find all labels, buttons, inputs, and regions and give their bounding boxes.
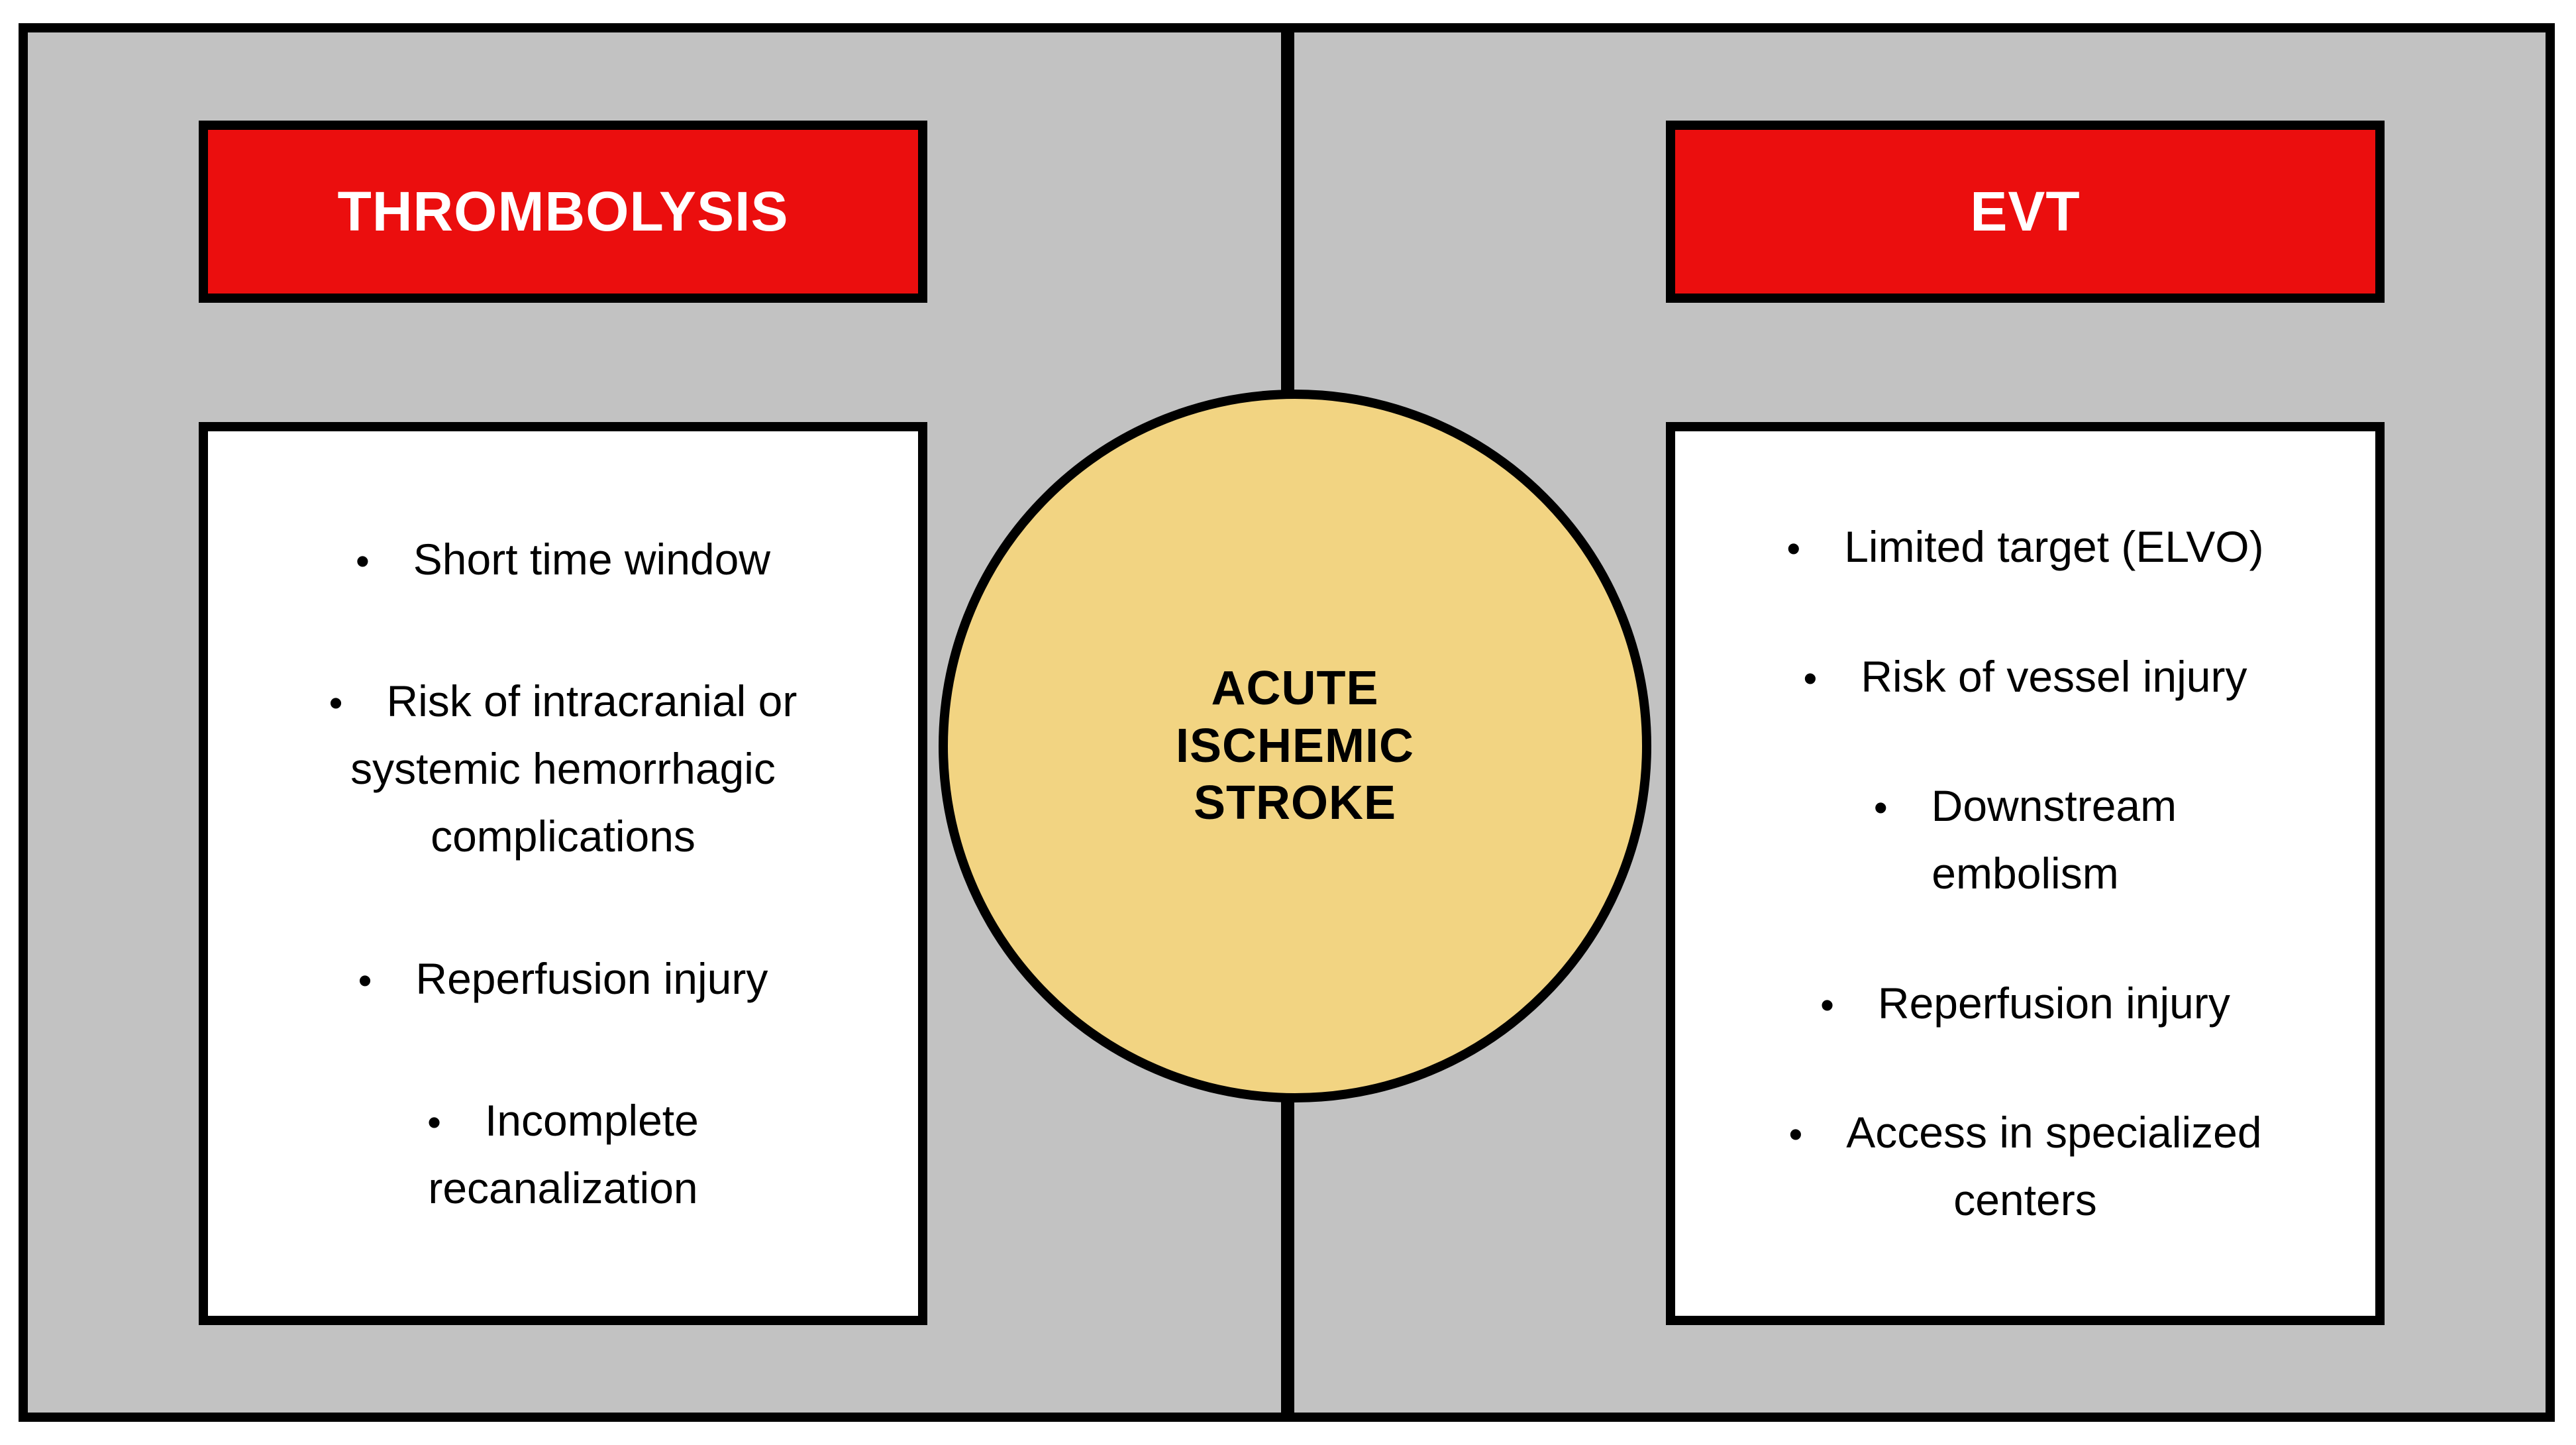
list-item: • Risk of vessel injury	[1704, 643, 2346, 710]
bullet-icon: •	[1786, 526, 1801, 571]
list-item: •Incomplete recanalization	[237, 1087, 889, 1222]
evt-list: • Limited target (ELVO) • Risk of vessel i…	[1666, 422, 2385, 1325]
evt-header-label: EVT	[1970, 180, 2081, 242]
bullet-icon: •	[427, 1099, 441, 1144]
list-item: • Limited target (ELVO)	[1704, 513, 2346, 580]
bullet-icon: •	[1788, 1112, 1803, 1157]
evt-header: EVT	[1666, 121, 2385, 303]
list-item: • Reperfusion injury	[1704, 969, 2346, 1037]
thrombolysis-header-label: THROMBOLYSIS	[337, 180, 789, 242]
center-circle-label: ACUTE ISCHEMIC STROKE	[1175, 662, 1415, 830]
list-item-text: Reperfusion injury	[415, 953, 768, 1003]
list-item: • Downstream embolism	[1704, 772, 2346, 908]
list-item-text: Downstream embolism	[1931, 781, 2177, 898]
bullet-icon: •	[329, 680, 343, 725]
list-item-text: Access in specialized centers	[1846, 1108, 2262, 1225]
center-circle: ACUTE ISCHEMIC STROKE	[939, 390, 1651, 1102]
bullet-icon: •	[1873, 785, 1888, 830]
thrombolysis-header: THROMBOLYSIS	[199, 121, 927, 303]
list-item-text: Risk of vessel injury	[1861, 651, 2247, 701]
list-item-text: Risk of intracranial or systemic hemorrh…	[350, 676, 798, 861]
thrombolysis-list: •Short time window •Risk of intracranial…	[199, 422, 927, 1325]
list-item-text: Limited target (ELVO)	[1844, 522, 2264, 572]
bullet-icon: •	[1803, 655, 1818, 700]
bullet-icon: •	[355, 538, 370, 583]
list-item: • Short time window	[237, 525, 889, 593]
list-item-text: Short time window	[413, 534, 770, 584]
list-item: • Access in specialized centers	[1704, 1098, 2346, 1234]
list-item: •Risk of intracranial or systemic hemorr…	[237, 667, 889, 871]
bullet-icon: •	[1820, 982, 1834, 1027]
list-item-text: Incomplete recanalization	[428, 1095, 699, 1212]
list-item: • Reperfusion injury	[237, 945, 889, 1012]
bullet-icon: •	[358, 957, 372, 1002]
list-item-text: Reperfusion injury	[1877, 978, 2230, 1028]
